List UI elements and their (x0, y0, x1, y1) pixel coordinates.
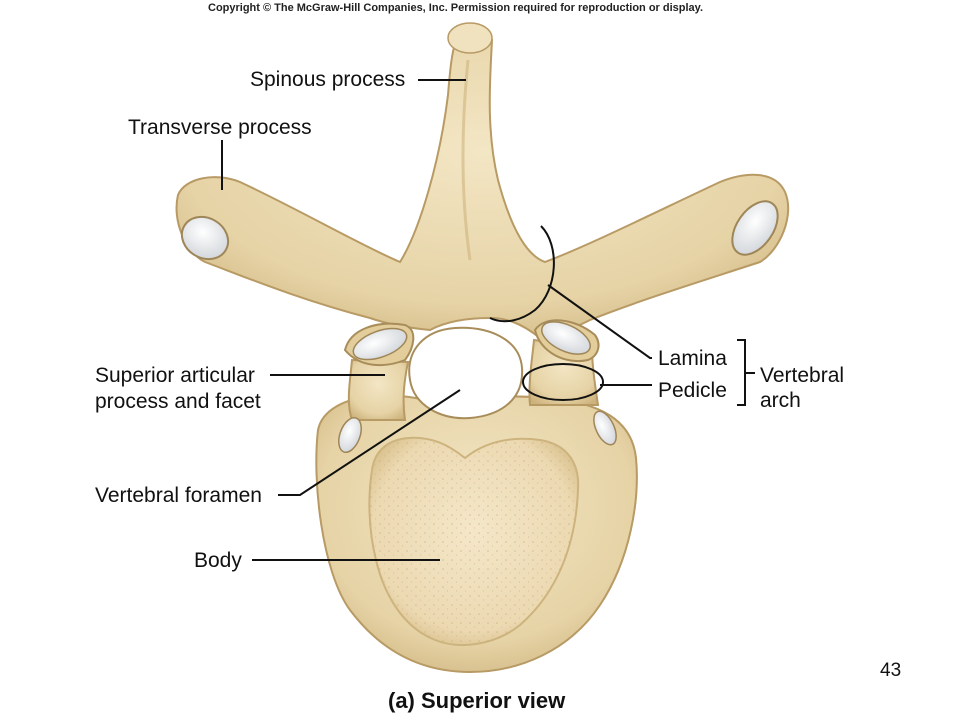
label-spinous-process: Spinous process (250, 68, 406, 91)
copyright-notice: Copyright © The McGraw-Hill Companies, I… (208, 2, 704, 14)
left-pedicle (347, 358, 410, 421)
label-superior-articular-line1: Superior articular (95, 364, 255, 387)
label-pedicle: Pedicle (658, 379, 727, 402)
vertebral-arch-bracket (737, 339, 746, 406)
vertebral-arch (175, 24, 790, 340)
left-costal-demifacet (338, 416, 362, 454)
page-number: 43 (880, 660, 902, 681)
label-vertebral-foramen: Vertebral foramen (95, 484, 262, 507)
body-porous-texture (369, 437, 579, 645)
figure-caption: (a) Superior view (388, 688, 566, 713)
left-transverse-facet (180, 215, 230, 261)
right-transverse-facet (731, 200, 779, 256)
label-body: Body (194, 549, 242, 572)
label-vertebral-arch-line2: arch (760, 389, 801, 412)
right-costal-demifacet (593, 410, 617, 446)
label-superior-articular-line2: process and facet (95, 390, 261, 413)
label-transverse-process: Transverse process (128, 116, 312, 139)
pedicle-outline (522, 363, 604, 401)
left-superior-articular-facet (352, 327, 408, 361)
spinous-ridge (461, 59, 472, 261)
leader-foramen (278, 389, 461, 496)
label-vertebral-arch-line1: Vertebral (760, 364, 845, 387)
leader-lamina (547, 284, 652, 359)
label-lamina: Lamina (658, 347, 727, 370)
leader-lines (221, 79, 755, 561)
right-superior-articular-facet (541, 321, 591, 355)
spinous-tip (447, 22, 493, 54)
vertebral-foramen (408, 326, 524, 420)
lamina-outline (489, 225, 555, 323)
